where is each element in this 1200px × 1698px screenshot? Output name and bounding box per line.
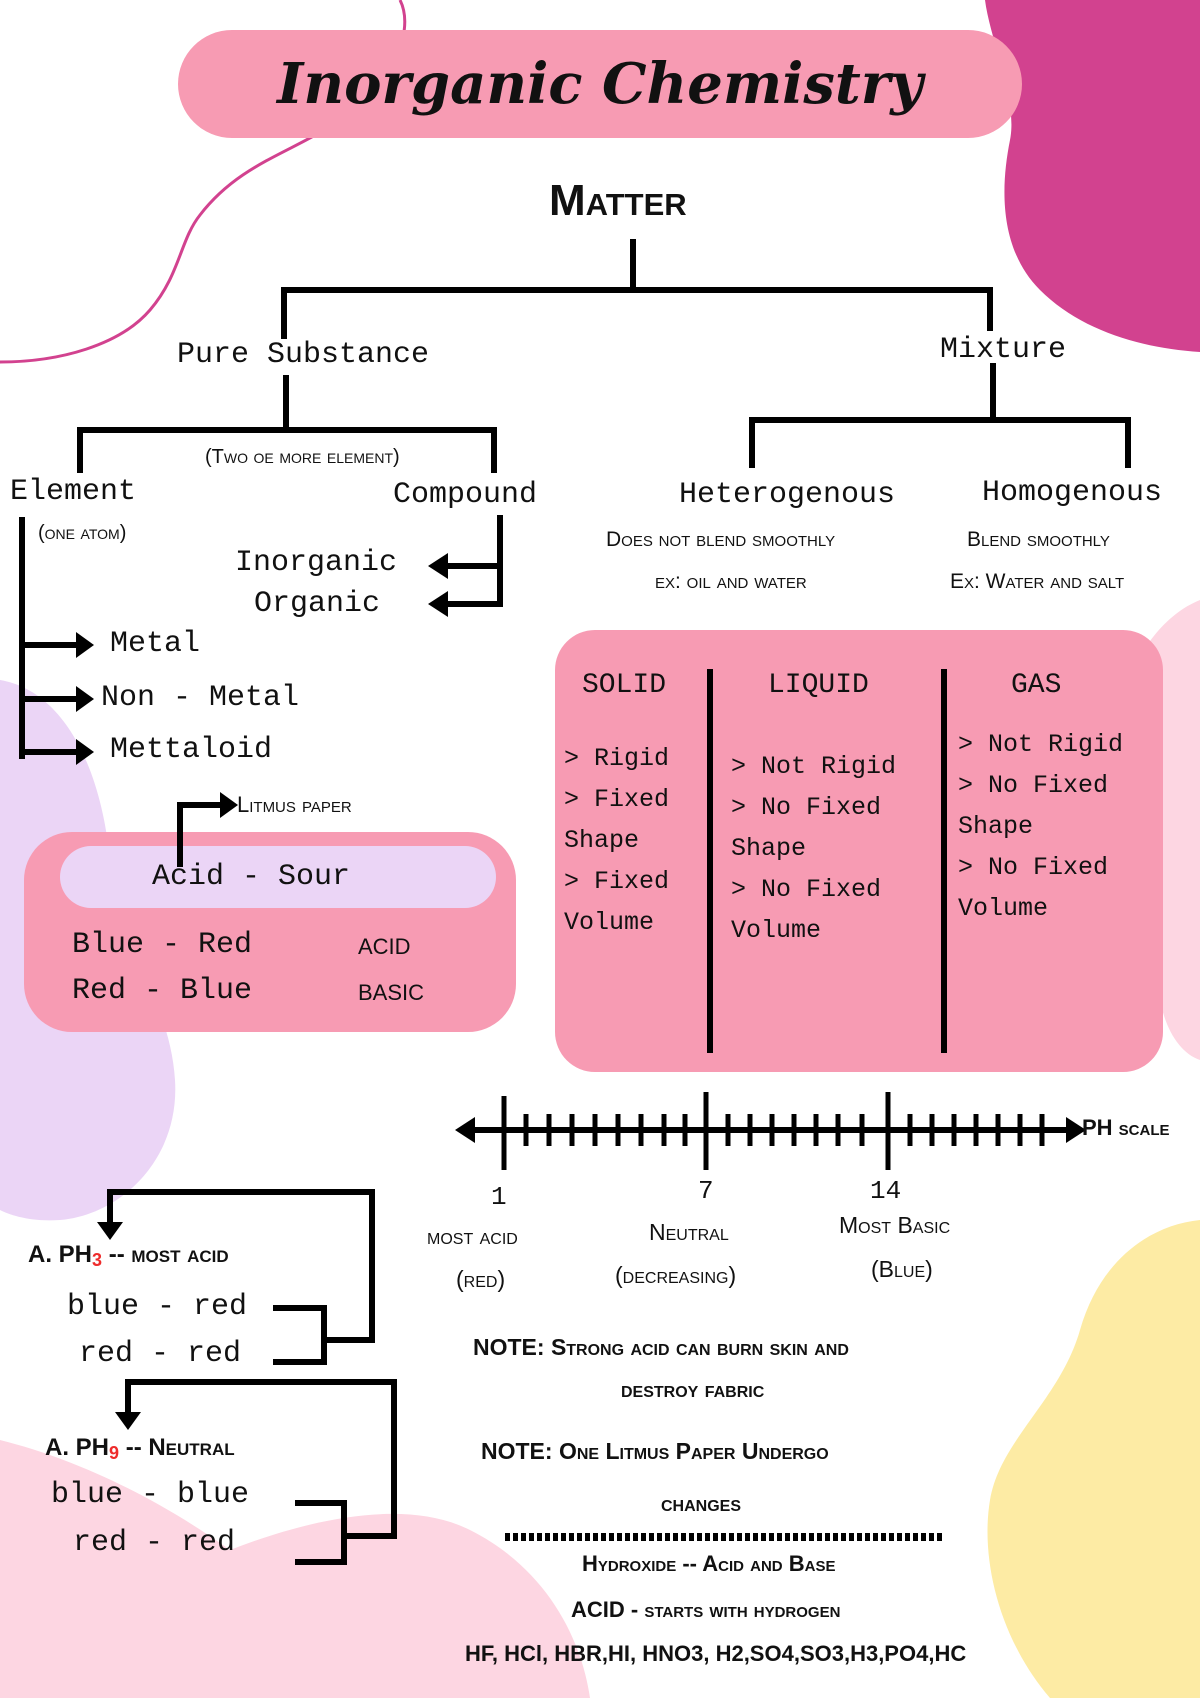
ph-mark-14: 14	[870, 1176, 902, 1206]
example-2-heading: A. PH9 -- Neutral	[45, 1434, 235, 1463]
heterogenous-example: ex: oil and water	[655, 570, 807, 593]
gas-prop: > Not Rigid	[958, 730, 1124, 759]
litmus-result-1: ACID	[358, 934, 411, 959]
example-2-line-1: blue - blue	[51, 1478, 250, 1512]
element-type-non-metal: Non - Metal	[101, 681, 300, 715]
page-title: Inorganic Chemistry	[277, 51, 923, 117]
state-liquid-props: > Not Rigid > No Fixed Shape > No Fixed …	[731, 746, 941, 951]
ph-mark-14-color: (Blue)	[871, 1256, 933, 1282]
state-liquid-heading: LIQUID	[768, 670, 869, 701]
example-1-heading: A. PH3 -- most acid	[28, 1241, 229, 1270]
ph-mark-1-color: (red)	[456, 1266, 506, 1292]
title-banner	[178, 30, 1022, 138]
heterogenous-desc: Does not blend smoothly	[606, 528, 836, 551]
note-2-line-1: NOTE: One Litmus Paper Undergo	[481, 1438, 829, 1464]
acid-sour-text: Acid - Sour	[152, 860, 351, 894]
ph-mark-14-desc: Most Basic	[839, 1212, 951, 1238]
acid-start-line: ACID - starts with hydrogen	[571, 1597, 841, 1622]
solid-prop: > Rigid	[564, 744, 670, 773]
state-gas-heading: GAS	[1011, 670, 1062, 701]
gas-prop: > No Fixed Shape	[958, 771, 1109, 841]
solid-prop: > Fixed Shape	[564, 785, 670, 855]
heterogenous-label: Heterogenous	[679, 478, 896, 512]
acid-sour-pill	[60, 846, 496, 908]
ph-mark-1: 1	[491, 1182, 507, 1212]
element-type-metalloid: Mettaloid	[110, 733, 273, 767]
state-solid-heading: SOLID	[582, 670, 667, 701]
ph-scale-label: PH scale	[1082, 1115, 1170, 1140]
compound-type-inorganic: Inorganic	[235, 546, 398, 580]
ph-mark-7-desc: Neutral	[649, 1219, 729, 1245]
solid-prop: > Fixed Volume	[564, 867, 670, 937]
liquid-prop: > Not Rigid	[731, 752, 897, 781]
matter-root: Matter	[549, 176, 687, 225]
state-solid-props: > Rigid > Fixed Shape > Fixed Volume	[564, 738, 714, 943]
gas-prop: > No Fixed Volume	[958, 853, 1109, 923]
homogenous-label: Homogenous	[982, 476, 1163, 510]
acid-formulas: HF, HCl, HBR,HI, HNO3, H2,SO4,SO3,H3,PO4…	[465, 1641, 967, 1666]
state-gas-props: > Not Rigid > No Fixed Shape > No Fixed …	[958, 724, 1158, 929]
compound-type-organic: Organic	[254, 587, 381, 621]
element-type-metal: Metal	[110, 627, 201, 661]
litmus-result-2: BASIC	[358, 980, 425, 1005]
example-1-line-1: blue - red	[67, 1290, 248, 1324]
hydroxide-line: Hydroxide -- Acid and Base	[582, 1551, 836, 1576]
mixture-label: Mixture	[940, 333, 1067, 367]
compound-note: (Two oe more element)	[205, 446, 400, 468]
litmus-change-2: Red - Blue	[72, 974, 253, 1008]
note-1-line-1: NOTE: Strong acid can burn skin and	[473, 1334, 849, 1360]
liquid-prop: > No Fixed Volume	[731, 875, 882, 945]
compound-label: Compound	[393, 478, 538, 512]
litmus-change-1: Blue - Red	[72, 928, 253, 962]
states-of-matter-panel	[555, 630, 1163, 1072]
pure-substance-label: Pure Substance	[177, 338, 430, 372]
ph-mark-7: 7	[698, 1176, 714, 1206]
magenta-blob	[985, 0, 1200, 352]
ph-mark-1-desc: most acid	[427, 1223, 518, 1249]
yellow-blob	[987, 1220, 1200, 1698]
homogenous-example: Ex: Water and salt	[950, 570, 1125, 593]
element-label: Element	[10, 475, 137, 509]
note-2-line-2: changes	[661, 1490, 742, 1516]
example-2-line-2: red - red	[73, 1526, 236, 1560]
homogenous-desc: Blend smoothly	[967, 528, 1110, 551]
note-1-line-2: destroy fabric	[621, 1376, 765, 1402]
liquid-prop: > No Fixed Shape	[731, 793, 882, 863]
example-1-line-2: red - red	[79, 1337, 242, 1371]
litmus-paper-label: Litmus paper	[237, 792, 352, 817]
element-note: (one atom)	[38, 522, 127, 544]
ph-mark-7-color: (decreasing)	[615, 1262, 737, 1288]
